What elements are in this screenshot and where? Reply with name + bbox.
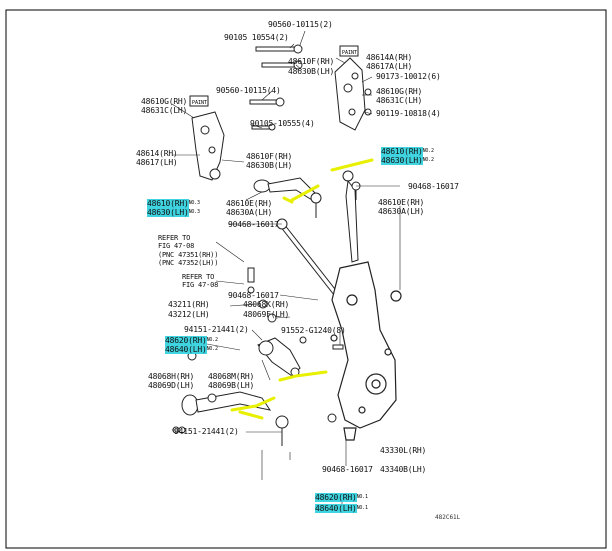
label-48630-no2: 48630(LH)NO.2 bbox=[381, 156, 434, 165]
part-48640-no1: 48640 bbox=[315, 504, 339, 513]
label-48620-no2: 48620(RH)NO.2 bbox=[165, 336, 218, 345]
label-90560-mid: 90560-10115(4) bbox=[216, 86, 281, 95]
part-48620-no1-side: (RH) bbox=[338, 493, 357, 502]
paint-tag-left: PAINT bbox=[192, 100, 207, 106]
part-48630-no3: 48630 bbox=[147, 208, 171, 217]
label-48617: 48617(LH) bbox=[136, 158, 178, 167]
label-48610e-left: 48610E(RH) bbox=[226, 199, 273, 208]
part-48630-no2: 48630 bbox=[381, 156, 405, 165]
part-48620-no2: 48620 bbox=[165, 336, 189, 345]
label-90560-top: 90560-10115(2) bbox=[268, 20, 333, 29]
part-48640-no1-side: (LH) bbox=[338, 504, 357, 513]
label-48610f-top: 48610F(RH) bbox=[288, 57, 335, 66]
part-48630-no3-side: (LH) bbox=[170, 208, 189, 217]
label-48630a-right: 48630A(LH) bbox=[378, 207, 425, 216]
label-48630b-top: 48630B(LH) bbox=[288, 67, 335, 76]
label-43211: 43211(RH) bbox=[168, 300, 210, 309]
label-48614a: 48614A(RH) bbox=[366, 53, 413, 62]
label-48610g-left: 48610G(RH) bbox=[141, 97, 188, 106]
label-48614: 48614(RH) bbox=[136, 149, 178, 158]
label-43212: 43212(LH) bbox=[168, 310, 210, 319]
label-48068h: 48068H(RH) bbox=[148, 372, 195, 381]
part-48630-no2-side: (LH) bbox=[404, 156, 423, 165]
label-48610f-mid: 48610F(RH) bbox=[246, 152, 293, 161]
note-no2-b: NO.2 bbox=[422, 157, 434, 163]
diagram-code: 482C61L bbox=[435, 514, 461, 521]
label-48069f: 48069F(LH) bbox=[243, 310, 290, 319]
lower-arm-no2 bbox=[257, 337, 301, 377]
note-no3-b: NO.3 bbox=[188, 209, 200, 215]
label-48068m: 48068M(RH) bbox=[208, 372, 255, 381]
part-48640-no2: 48640 bbox=[165, 345, 189, 354]
label-48640-no1: 48640(LH)NO.1 bbox=[315, 504, 368, 513]
part-48610-no3: 48610 bbox=[147, 199, 171, 208]
note-no2-a: NO.2 bbox=[422, 148, 434, 154]
label-90105-top: 90105 10554(2) bbox=[224, 33, 289, 42]
part-48640-no2-side: (LH) bbox=[188, 345, 207, 354]
label-48610g-right: 48610G(RH) bbox=[376, 87, 423, 96]
label-48610-no2: 48610(RH)NO.2 bbox=[381, 147, 434, 156]
label-43330l: 43330L(RH) bbox=[380, 446, 427, 455]
ref1-line2: FIG 47-08 bbox=[158, 242, 195, 250]
note-no1-b: NO.1 bbox=[356, 505, 368, 511]
label-91552: 91552-G1240(8) bbox=[281, 326, 346, 335]
label-90119: 90119-10818(4) bbox=[376, 109, 441, 118]
part-48620-no1: 48620 bbox=[315, 493, 339, 502]
ref1-line1: REFER TO bbox=[158, 234, 191, 242]
note-no2-d: NO.2 bbox=[206, 346, 218, 352]
label-94151-top: 94151-21441(2) bbox=[184, 325, 249, 334]
label-48631c-left: 48631C(LH) bbox=[141, 106, 188, 115]
upper-arm-no2 bbox=[342, 170, 361, 263]
ref1-line3: (PNC 47351(RH)) bbox=[158, 251, 219, 259]
label-48631c-right: 48631C(LH) bbox=[376, 96, 423, 105]
top-bolts bbox=[249, 44, 303, 131]
part-48620-no2-side: (RH) bbox=[188, 336, 207, 345]
lower-arm-no1 bbox=[178, 391, 289, 446]
label-48630-no3: 48630(LH)NO.3 bbox=[147, 208, 200, 217]
label-90468-right: 90468-16017 bbox=[408, 182, 459, 191]
label-48630a-left: 48630A(LH) bbox=[226, 208, 273, 217]
yellow-marks bbox=[230, 158, 374, 420]
ref1-line4: (PNC 47352(LH)) bbox=[158, 259, 219, 267]
part-48610-no2-side: (RH) bbox=[404, 147, 423, 156]
note-no3-a: NO.3 bbox=[188, 200, 200, 206]
label-48069b: 48069B(LH) bbox=[208, 381, 255, 390]
label-90468-left: 90468-16017 bbox=[228, 220, 279, 229]
label-48610e-right: 48610E(RH) bbox=[378, 198, 425, 207]
label-48640-no2: 48640(LH)NO.2 bbox=[165, 345, 218, 354]
label-94151-bottom: 94151-21441(2) bbox=[174, 427, 239, 436]
leader-lines bbox=[171, 30, 401, 505]
upper-arm-no3 bbox=[253, 177, 322, 218]
steering-knuckle bbox=[330, 261, 402, 441]
label-48617a: 48617A(LH) bbox=[366, 62, 413, 71]
paint-tag-right: PAINT bbox=[342, 50, 357, 56]
ref2-line1: REFER TO bbox=[182, 273, 215, 281]
label-90468-center: 90468-16017 bbox=[228, 291, 279, 300]
tie-rod bbox=[276, 218, 343, 301]
label-90173: 90173-10012(6) bbox=[376, 72, 441, 81]
note-no2-c: NO.2 bbox=[206, 337, 218, 343]
label-48630b-mid: 48630B(LH) bbox=[246, 161, 293, 170]
label-48610-no3: 48610(RH)NO.3 bbox=[147, 199, 200, 208]
label-90105-mid: 90105-10555(4) bbox=[250, 119, 315, 128]
note-no1-a: NO.1 bbox=[356, 494, 368, 500]
label-48068k: 48068K(RH) bbox=[243, 300, 290, 309]
part-48610-no2: 48610 bbox=[381, 147, 405, 156]
part-48610-no3-side: (RH) bbox=[170, 199, 189, 208]
ref2-line2: FIG 47-08 bbox=[182, 281, 219, 289]
page-border bbox=[5, 9, 607, 549]
label-48069d: 48069D(LH) bbox=[148, 381, 195, 390]
left-bracket: PAINT bbox=[189, 95, 225, 181]
label-43340b: 43340B(LH) bbox=[380, 465, 427, 474]
label-90468-bottom: 90468-16017 bbox=[322, 465, 373, 474]
label-48620-no1: 48620(RH)NO.1 bbox=[315, 493, 368, 502]
